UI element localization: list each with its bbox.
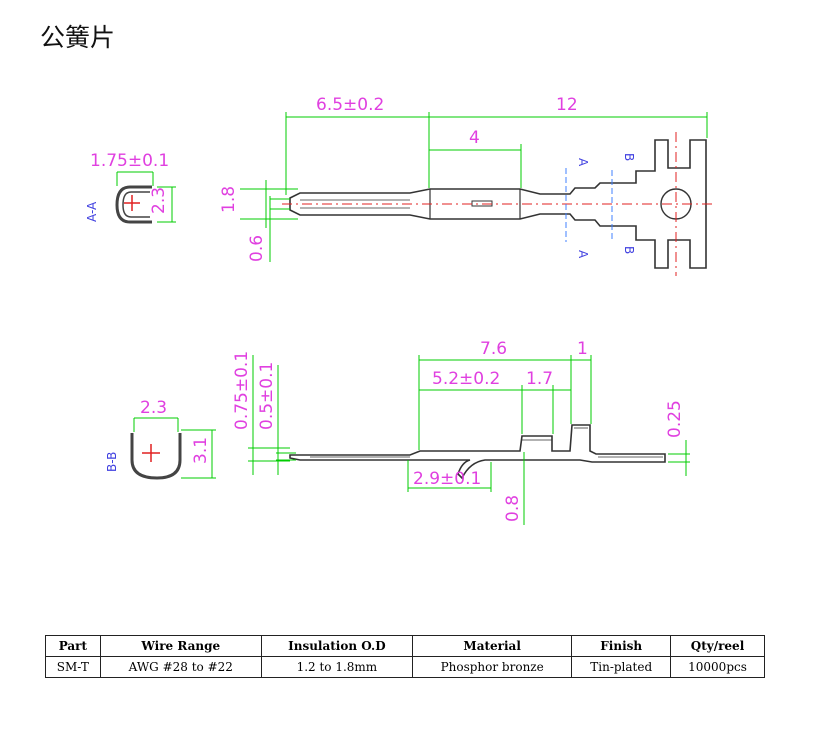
col-header-wire-range: Wire Range [99,635,262,657]
side-pin-outline [289,424,666,480]
dim-top-width: 1.75±0.1 [90,151,169,171]
section-mark-a-bottom: A [576,250,590,259]
spec-table-header-row: Part Wire Range Insulation O.D Material … [45,635,765,657]
col-header-material: Material [411,635,573,657]
col-header-finish: Finish [571,635,672,657]
col-header-part: Part [45,635,101,657]
dim-len-52: 5.2±0.2 [432,369,500,389]
dim-top-height: 2.3 [149,187,169,214]
spec-table: Part Wire Range Insulation O.D Material … [45,635,765,678]
top-view: 1.75±0.1 2.3 A-A A A B B 6.5±0.2 12 4 [85,95,712,276]
top-pin-outline [289,139,707,269]
cell-insulation: 1.2 to 1.8mm [260,656,413,678]
dim-thick-b: 0.5±0.1 [257,362,277,430]
dim-len-mid: 4 [469,128,480,148]
dim-pin-dia: 1.8 [219,186,239,213]
dim-pin-tip: 0.6 [247,235,267,262]
page-title: 公簧片 [40,23,116,52]
dim-len-1: 1 [577,339,588,359]
dim-len-76: 7.6 [480,339,507,359]
dim-bot-width: 2.3 [140,398,167,418]
dim-bot-height: 3.1 [191,437,211,464]
section-mark-a-top: A [576,158,590,167]
table-row: SM-T AWG #28 to #22 1.2 to 1.8mm Phospho… [45,656,765,678]
cell-qty: 10000pcs [670,656,765,678]
side-view: 2.3 3.1 B-B 7.6 1 5.2±0.2 1.7 2.9±0.1 [105,339,690,525]
section-label-aa: A-A [85,201,99,222]
col-header-insulation: Insulation O.D [260,635,413,657]
col-header-qty: Qty/reel [670,635,765,657]
section-label-bb: B-B [105,452,119,472]
section-mark-b-top: B [622,153,636,161]
dim-h-025: 0.25 [665,400,685,438]
dim-len-17: 1.7 [526,369,553,389]
cell-part: SM-T [45,656,101,678]
dim-h-08: 0.8 [503,495,523,522]
dim-len-total: 12 [556,95,578,115]
section-bb-shape [130,433,182,480]
cell-material: Phosphor bronze [411,656,573,678]
dim-len-front: 6.5±0.2 [316,95,384,115]
technical-drawing: 1.75±0.1 2.3 A-A A A B B 6.5±0.2 12 4 [85,95,712,525]
cell-finish: Tin-plated [571,656,672,678]
dim-len-29: 2.9±0.1 [413,469,481,489]
dim-thick-a: 0.75±0.1 [232,351,252,430]
section-mark-b-bottom: B [622,246,636,254]
section-aa-shape [115,185,152,224]
cell-wire-range: AWG #28 to #22 [99,656,262,678]
